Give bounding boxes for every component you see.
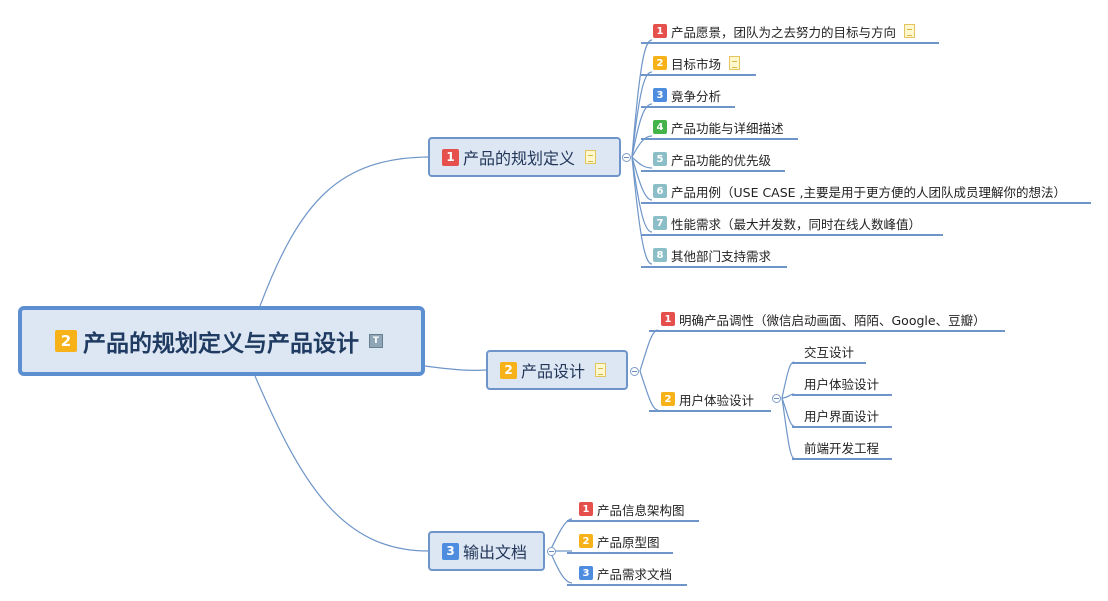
subleaf-interaction-design[interactable]: 交互设计 [792, 340, 866, 364]
priority-badge: 1 [661, 312, 675, 326]
branch-label: 产品设计 [521, 362, 586, 381]
leaf-label: 前端开发工程 [804, 440, 880, 456]
leaf-label: 用户体验设计 [679, 392, 755, 408]
leaf-use-case[interactable]: 6 产品用例（USE CASE ,主要是用于更方便的人团队成员理解你的想法） [641, 180, 1091, 204]
priority-badge: 7 [653, 216, 667, 230]
leaf-feature-priority[interactable]: 5 产品功能的优先级 [641, 148, 785, 172]
subleaf-user-experience-design[interactable]: 用户体验设计 [792, 372, 892, 396]
priority-badge: 6 [653, 184, 667, 198]
leaf-label: 产品信息架构图 [597, 502, 685, 518]
leaf-label: 其他部门支持需求 [671, 248, 772, 264]
branch-label: 产品的规划定义 [463, 149, 576, 168]
leaf-target-market[interactable]: 2 目标市场 [641, 52, 756, 76]
branch-product-design[interactable]: 2 产品设计 [486, 350, 628, 390]
note-icon[interactable] [595, 363, 607, 377]
priority-badge: 2 [653, 56, 667, 70]
priority-badge: 3 [653, 88, 667, 102]
leaf-product-tone[interactable]: 1 明确产品调性（微信启动画面、陌陌、Google、豆瓣） [649, 308, 1005, 332]
leaf-label: 产品原型图 [597, 534, 660, 550]
priority-badge: 3 [579, 566, 593, 580]
leaf-product-features[interactable]: 4 产品功能与详细描述 [641, 116, 798, 140]
priority-badge: 3 [442, 542, 459, 560]
note-icon[interactable] [904, 24, 916, 38]
priority-badge: 2 [661, 392, 675, 406]
priority-badge: 1 [442, 148, 459, 166]
leaf-competition-analysis[interactable]: 3 竟争分析 [641, 84, 735, 108]
leaf-other-department-support[interactable]: 8 其他部门支持需求 [641, 244, 787, 268]
root-topic-label: 产品的规划定义与产品设计 [83, 331, 359, 357]
leaf-requirements-document[interactable]: 3 产品需求文档 [567, 562, 687, 586]
priority-badge: 2 [55, 330, 77, 352]
priority-badge: 1 [579, 502, 593, 516]
branch-product-planning[interactable]: 1 产品的规划定义 [428, 137, 621, 177]
leaf-label: 交互设计 [804, 344, 855, 360]
subleaf-frontend-engineering[interactable]: 前端开发工程 [792, 436, 892, 460]
leaf-label: 目标市场 [671, 56, 722, 72]
leaf-performance-requirements[interactable]: 7 性能需求（最大并发数，同时在线人数峰值） [641, 212, 943, 236]
priority-badge: 5 [653, 152, 667, 166]
leaf-label: 产品愿景，团队为之去努力的目标与方向 [671, 24, 897, 40]
priority-badge: 4 [653, 120, 667, 134]
note-icon[interactable] [585, 150, 597, 164]
leaf-prototype[interactable]: 2 产品原型图 [567, 530, 673, 554]
leaf-label: 产品用例（USE CASE ,主要是用于更方便的人团队成员理解你的想法） [671, 184, 1067, 200]
leaf-label: 产品功能与详细描述 [671, 120, 784, 136]
note-icon[interactable] [729, 56, 741, 70]
leaf-information-architecture[interactable]: 1 产品信息架构图 [567, 498, 699, 522]
priority-badge: 8 [653, 248, 667, 262]
leaf-label: 产品功能的优先级 [671, 152, 772, 168]
collapse-toggle[interactable] [622, 153, 631, 162]
priority-badge: 1 [653, 24, 667, 38]
collapse-toggle[interactable] [630, 367, 639, 376]
leaf-label: 产品需求文档 [597, 566, 673, 582]
branch-label: 输出文档 [463, 543, 528, 562]
leaf-label: 竟争分析 [671, 88, 722, 104]
text-note-icon[interactable]: T [369, 334, 383, 348]
leaf-label: 性能需求（最大并发数，同时在线人数峰值） [671, 216, 922, 232]
branch-output-documents[interactable]: 3 输出文档 [428, 531, 545, 571]
root-topic[interactable]: 2 产品的规划定义与产品设计 T [18, 306, 425, 376]
priority-badge: 2 [579, 534, 593, 548]
subleaf-user-interface-design[interactable]: 用户界面设计 [792, 404, 892, 428]
leaf-ux-design[interactable]: 2 用户体验设计 [649, 388, 771, 412]
collapse-toggle[interactable] [547, 547, 556, 556]
leaf-label: 用户体验设计 [804, 376, 880, 392]
priority-badge: 2 [500, 361, 517, 379]
leaf-label: 用户界面设计 [804, 408, 880, 424]
leaf-product-vision[interactable]: 1 产品愿景，团队为之去努力的目标与方向 [641, 20, 939, 44]
leaf-label: 明确产品调性（微信启动画面、陌陌、Google、豆瓣） [679, 312, 986, 328]
collapse-toggle[interactable] [772, 394, 781, 403]
